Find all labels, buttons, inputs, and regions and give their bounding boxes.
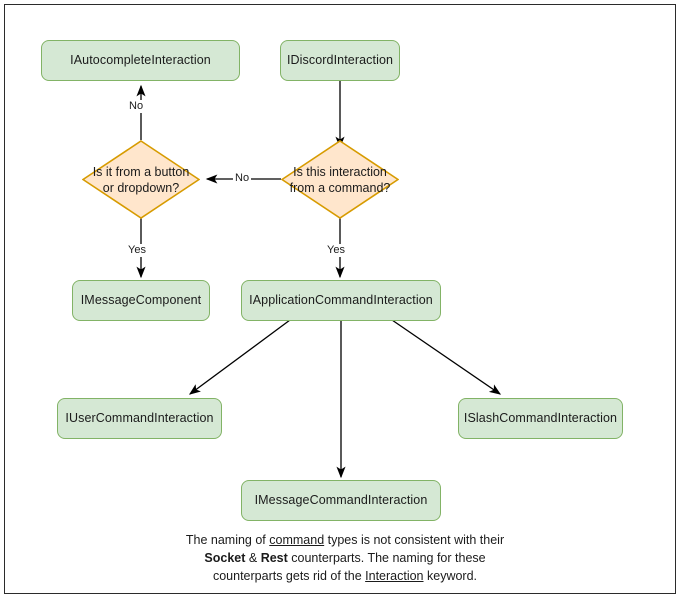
- edge-label-no-button-diamond: No: [233, 172, 252, 185]
- node-label: ISlashCommandInteraction: [463, 411, 618, 425]
- node-label: IMessageComponent: [80, 293, 202, 307]
- node-label: IMessageCommandInteraction: [254, 493, 428, 507]
- diamond-shape: [281, 140, 399, 219]
- footer-text: types is not consistent with their: [324, 533, 505, 547]
- footer-note: The naming of command types is not consi…: [150, 531, 540, 585]
- node-label: Is this interaction from a command?: [289, 164, 391, 195]
- node-button-or-dropdown-decision[interactable]: Is it from a button or dropdown?: [82, 140, 200, 219]
- footer-text: The naming of: [185, 533, 270, 547]
- edge-label-yes-message-component: Yes: [126, 244, 148, 257]
- node-label: Is it from a button or dropdown?: [92, 164, 190, 195]
- diamond-shape: [82, 140, 200, 219]
- node-user-command-interaction[interactable]: IUserCommandInteraction: [57, 398, 222, 439]
- footer-text: &: [245, 551, 261, 565]
- footer-text: counterparts. The naming for these: [287, 551, 486, 565]
- node-slash-command-interaction[interactable]: ISlashCommandInteraction: [458, 398, 623, 439]
- node-label: IUserCommandInteraction: [65, 411, 214, 425]
- node-message-component[interactable]: IMessageComponent: [72, 280, 210, 321]
- footer-note-line-1: The naming of command types is not consi…: [150, 531, 540, 549]
- footer-text: keyword.: [423, 569, 478, 583]
- footer-bold-socket: Socket: [204, 551, 246, 565]
- footer-text: counterparts gets rid of the: [212, 569, 366, 583]
- node-label: IAutocompleteInteraction: [70, 53, 211, 67]
- node-application-command-interaction[interactable]: IApplicationCommandInteraction: [241, 280, 441, 321]
- footer-note-line-3: counterparts gets rid of the Interaction…: [150, 567, 540, 585]
- node-label: IApplicationCommandInteraction: [249, 293, 433, 307]
- edge-label-no-autocomplete: No: [127, 100, 146, 113]
- node-discord-interaction[interactable]: IDiscordInteraction: [280, 40, 400, 81]
- footer-underline-command: command: [269, 533, 325, 547]
- footer-underline-interaction: Interaction: [365, 569, 424, 583]
- footer-bold-rest: Rest: [260, 551, 288, 565]
- node-interaction-from-command-decision[interactable]: Is this interaction from a command?: [281, 140, 399, 219]
- node-label: IDiscordInteraction: [286, 53, 394, 67]
- footer-note-line-2: Socket & Rest counterparts. The naming f…: [150, 549, 540, 567]
- node-autocomplete-interaction[interactable]: IAutocompleteInteraction: [41, 40, 240, 81]
- edge-label-yes-application-command: Yes: [325, 244, 347, 257]
- node-message-command-interaction[interactable]: IMessageCommandInteraction: [241, 480, 441, 521]
